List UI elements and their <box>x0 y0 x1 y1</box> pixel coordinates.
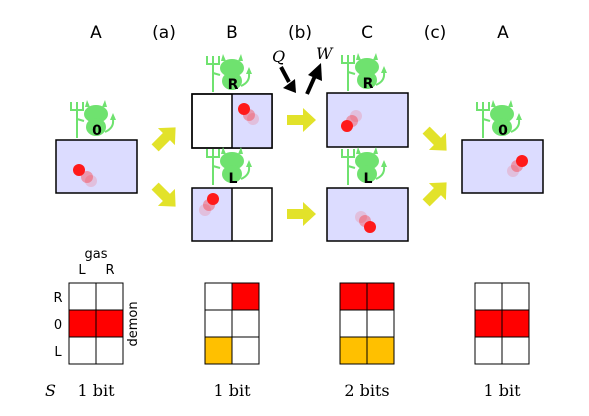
arrow-a-to-b-bottom <box>146 177 185 216</box>
svg-text:L: L <box>364 171 373 187</box>
demon-b-top: R <box>206 53 253 93</box>
gas-molecule <box>516 155 528 167</box>
gas-molecule <box>73 164 85 176</box>
gas-molecule <box>238 103 250 115</box>
entropy-symbol: S <box>45 381 56 400</box>
grid-cell <box>231 309 260 338</box>
entropy-a-right: 1 bit <box>483 381 521 400</box>
entropy-b: 1 bit <box>213 381 251 400</box>
arrow-b-to-c-bottom <box>287 202 316 226</box>
header-state-a-left: A <box>90 23 102 43</box>
grid-c <box>339 282 395 365</box>
header-step-a: (a) <box>152 23 176 43</box>
svg-text:R: R <box>228 77 239 93</box>
gas-col-right: R <box>105 263 114 278</box>
grid-cell <box>204 336 233 365</box>
heat-arrow-head <box>283 79 296 93</box>
header-state-a-right: A <box>497 23 509 43</box>
grid-a-right <box>474 282 530 365</box>
gas-molecule <box>341 120 353 132</box>
demon-a-left: 0 <box>70 99 117 139</box>
work-arrow-head <box>308 63 322 81</box>
grid-cell <box>204 309 233 338</box>
gas-box-c-bottom <box>326 187 409 242</box>
grid-cell <box>501 309 530 338</box>
grid-cell <box>366 309 395 338</box>
svg-text:R: R <box>363 76 374 92</box>
work-arrow-shaft <box>305 75 317 95</box>
gas-box-a-right <box>461 139 544 194</box>
svg-text:L: L <box>229 171 238 187</box>
grid-cell <box>231 282 260 311</box>
arrow-c-bottom-to-a <box>417 173 456 212</box>
demon-c-top: R <box>341 52 388 92</box>
grid-b <box>204 282 260 365</box>
heat-label: Q <box>272 47 285 66</box>
svg-text:0: 0 <box>498 123 508 139</box>
grid-cell <box>339 309 368 338</box>
grid-cell <box>68 309 97 338</box>
gas-axis-title: gas <box>85 247 108 262</box>
grid-a-left <box>68 282 124 365</box>
grid-cell <box>501 336 530 365</box>
grid-cell <box>339 336 368 365</box>
header-step-b: (b) <box>288 23 312 43</box>
demon-axis-title: demon <box>126 301 141 346</box>
demon-c-bottom: L <box>341 146 388 187</box>
gas-col-left: L <box>78 263 86 278</box>
arrow-a-to-b-top <box>146 118 185 157</box>
entropy-c: 2 bits <box>344 381 389 400</box>
grid-cell <box>95 282 124 311</box>
gas-box-b-top <box>191 93 273 149</box>
grid-cell <box>231 336 260 365</box>
svg-text:0: 0 <box>92 123 102 139</box>
grid-cell <box>68 336 97 365</box>
grid-cell <box>95 336 124 365</box>
arrow-b-to-c-top <box>287 108 316 132</box>
demon-row-l: L <box>54 345 62 360</box>
arrow-c-top-to-a <box>417 121 456 160</box>
grid-cell <box>95 309 124 338</box>
grid-cell <box>366 282 395 311</box>
header-step-c: (c) <box>424 23 447 43</box>
grid-cell <box>474 282 503 311</box>
header-state-c: C <box>361 23 373 43</box>
demon-b-bottom: L <box>206 146 253 187</box>
heat-arrow-shaft <box>279 66 291 83</box>
demon-row-0: 0 <box>54 318 62 333</box>
grid-cell <box>501 282 530 311</box>
gas-box-b-bottom <box>191 187 273 242</box>
gas-molecule <box>364 221 376 233</box>
header-state-b: B <box>226 23 238 43</box>
grid-cell <box>474 309 503 338</box>
gas-molecule <box>207 193 219 205</box>
grid-cell <box>339 282 368 311</box>
gas-box-c-top <box>326 92 409 148</box>
grid-cell <box>204 282 233 311</box>
grid-cell <box>474 336 503 365</box>
entropy-a-left: 1 bit <box>77 381 115 400</box>
grid-cell <box>366 336 395 365</box>
gas-box-a-left <box>55 139 138 194</box>
work-label: W <box>316 44 334 63</box>
demon-a-right: 0 <box>476 99 523 139</box>
demon-row-r: R <box>53 291 62 306</box>
grid-cell <box>68 282 97 311</box>
